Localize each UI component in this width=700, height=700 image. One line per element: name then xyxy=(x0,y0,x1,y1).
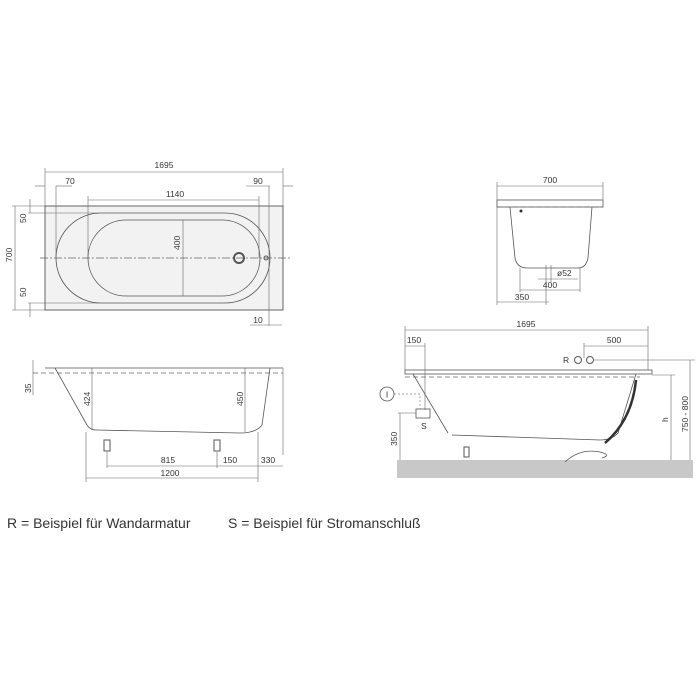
dim-end-offset: 330 xyxy=(261,455,275,465)
dim-right-offset: 90 xyxy=(253,176,263,186)
dim-overall-length: 1695 xyxy=(155,160,174,170)
dim-bottom-width: 400 xyxy=(543,280,557,290)
dim-edge-bottom: 50 xyxy=(18,287,28,297)
overflow-icon xyxy=(263,255,269,261)
dim-edge-top: 50 xyxy=(18,213,28,223)
dim-foot-offset: 150 xyxy=(223,455,237,465)
tub-profile xyxy=(54,367,271,434)
floor xyxy=(397,460,693,478)
dim-center: 350 xyxy=(515,292,529,302)
dim-depth-left: 424 xyxy=(82,392,92,406)
dim-foot-spacing: 815 xyxy=(161,455,175,465)
dim-drain-offset: 10 xyxy=(253,315,263,325)
dim-end-width: 700 xyxy=(543,175,557,185)
dim-r-offset: 500 xyxy=(607,335,621,345)
faucet-icon xyxy=(574,356,582,364)
dim-inner-width: 400 xyxy=(172,236,182,250)
dim-h: h xyxy=(660,417,670,422)
dim-drain-diameter: ø52 xyxy=(557,268,572,278)
foot-icon xyxy=(103,439,111,452)
top-view: 1695 70 90 1140 400 700 50 50 10 xyxy=(4,160,293,326)
foot-icon xyxy=(213,439,221,452)
legend-s-note: S = Beispiel für Stromanschluß xyxy=(228,515,421,531)
end-view: 700 ø52 400 350 xyxy=(496,175,604,305)
dim-rim: 35 xyxy=(23,383,33,393)
drain-icon xyxy=(233,252,245,264)
install-view: I S R 1695 150 500 750 - 800 h 350 xyxy=(379,319,695,478)
dim-install-length: 1695 xyxy=(517,319,536,329)
dim-height-range: 750 - 800 xyxy=(680,396,690,432)
side-view: 35 424 450 815 150 330 1200 xyxy=(23,360,284,482)
dim-bottom-length: 1200 xyxy=(161,468,180,478)
info-label: I xyxy=(386,390,388,400)
dim-s-height: 350 xyxy=(389,432,399,446)
legend-r-note: R = Beispiel für Wandarmatur xyxy=(7,515,191,531)
dim-overall-width: 700 xyxy=(4,248,14,262)
s-label: S xyxy=(421,421,427,431)
dim-depth-right: 450 xyxy=(235,392,245,406)
dim-s-offset: 150 xyxy=(407,335,421,345)
r-label: R xyxy=(563,355,569,365)
dim-left-offset: 70 xyxy=(65,176,75,186)
dim-inner-length: 1140 xyxy=(166,189,185,199)
faucet-icon xyxy=(586,356,594,364)
